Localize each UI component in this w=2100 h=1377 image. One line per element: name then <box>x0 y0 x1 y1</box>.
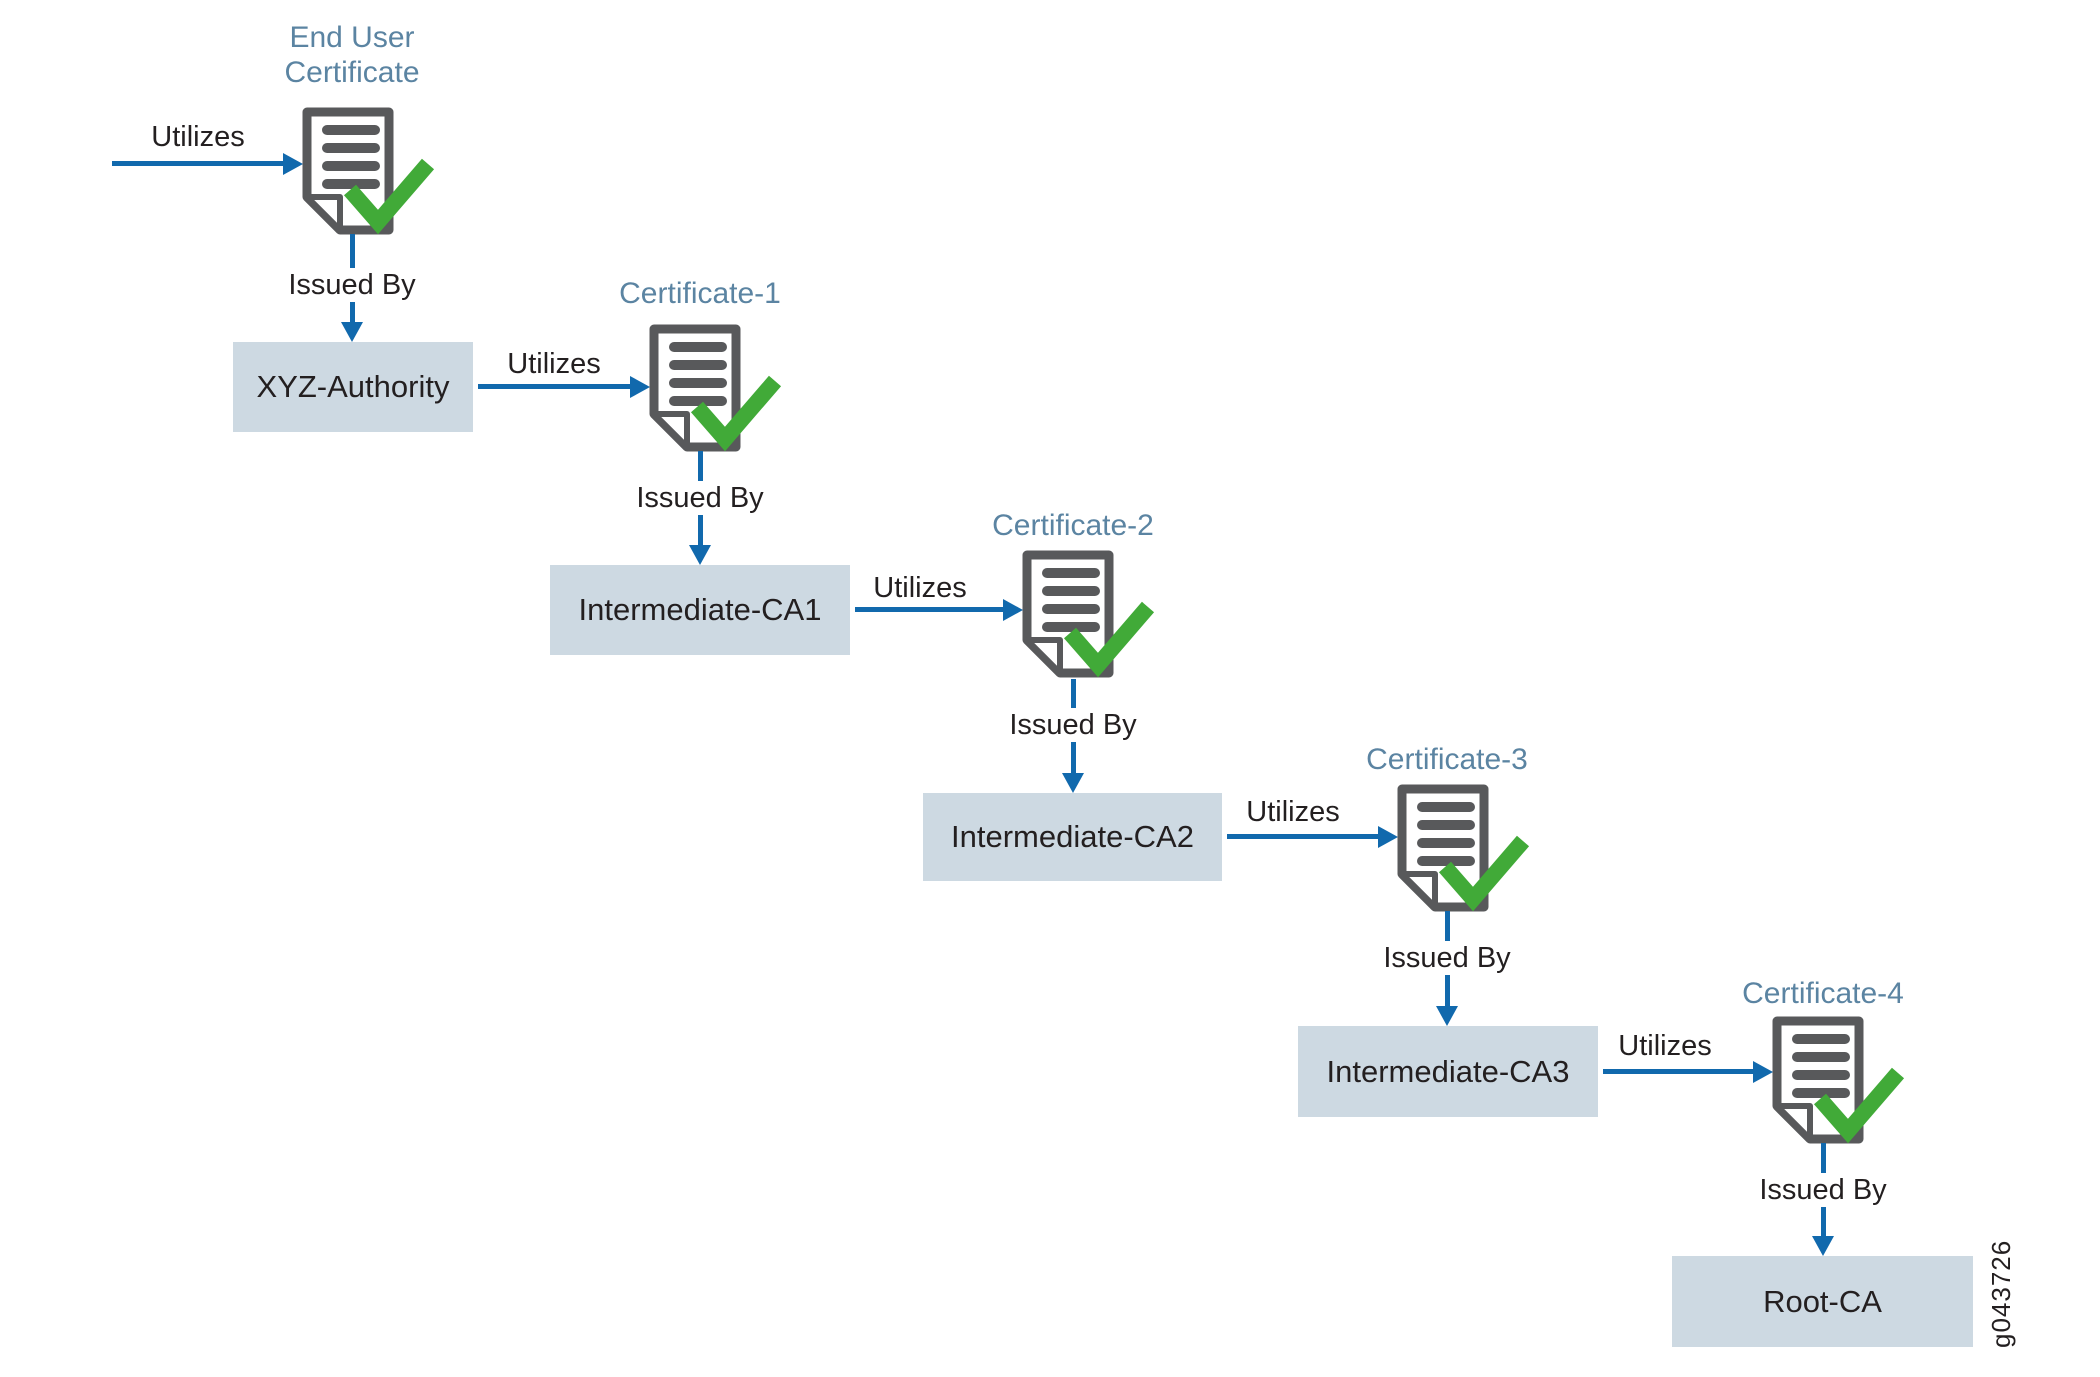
certificate-icon <box>302 107 435 235</box>
utilizes-arrowhead-icon <box>1003 599 1023 621</box>
utilizes-label: Utilizes <box>507 348 601 380</box>
utilizes-label: Utilizes <box>873 572 967 604</box>
page-fold-icon <box>651 411 690 450</box>
issued-by-label: Issued By <box>1347 941 1547 975</box>
utilizes-arrowhead-icon <box>1753 1061 1773 1083</box>
issued-by-label: Issued By <box>600 481 800 515</box>
authority-box: Intermediate-CA1 <box>550 565 850 655</box>
checkmark-icon <box>1438 835 1530 912</box>
utilizes-arrow-line <box>855 607 1003 612</box>
checkmark-icon <box>690 375 782 452</box>
certificate-icon <box>1772 1016 1905 1144</box>
utilizes-arrow-line <box>1227 834 1378 839</box>
page-fold-icon <box>1399 871 1438 910</box>
page-fold-icon <box>1024 637 1063 676</box>
authority-box: Intermediate-CA3 <box>1298 1026 1598 1117</box>
checkmark-icon <box>1813 1067 1905 1144</box>
utilizes-label: Utilizes <box>1246 796 1340 828</box>
authority-box: Intermediate-CA2 <box>923 793 1222 881</box>
certificate-icon <box>649 324 782 452</box>
issued-by-label: Issued By <box>1723 1173 1923 1207</box>
issued-by-arrowhead-icon <box>689 545 711 565</box>
authority-box: XYZ-Authority <box>233 342 473 432</box>
checkmark-icon <box>343 158 435 235</box>
authority-box: Root-CA <box>1672 1256 1973 1347</box>
utilizes-arrow-line <box>1603 1069 1753 1074</box>
certificate-name-label: Certificate-1 <box>619 277 781 310</box>
utilizes-arrow-line <box>478 384 630 389</box>
certificate-icon <box>1022 550 1155 678</box>
issued-by-arrowhead-icon <box>1812 1236 1834 1256</box>
issued-by-arrowhead-icon <box>1062 773 1084 793</box>
issued-by-arrowhead-icon <box>341 322 363 342</box>
figure-id-watermark: g043726 <box>1986 1239 2016 1348</box>
utilizes-arrowhead-icon <box>630 376 650 398</box>
checkmark-icon <box>1063 601 1155 678</box>
utilizes-arrowhead-icon <box>1378 826 1398 848</box>
utilizes-label: Utilizes <box>151 121 245 153</box>
certificate-name-label: Certificate-2 <box>992 509 1154 542</box>
page-fold-icon <box>1774 1103 1813 1142</box>
certificate-name-label: End User Certificate <box>284 21 420 89</box>
issued-by-arrowhead-icon <box>1436 1006 1458 1026</box>
utilizes-label: Utilizes <box>1618 1030 1712 1062</box>
utilizes-arrow-line <box>112 161 285 166</box>
certificate-name-label: Certificate-3 <box>1366 743 1528 776</box>
utilizes-arrowhead-icon <box>283 153 303 175</box>
issued-by-label: Issued By <box>252 268 452 302</box>
issued-by-label: Issued By <box>973 708 1173 742</box>
page-fold-icon <box>304 194 343 233</box>
certificate-name-label: Certificate-4 <box>1742 977 1904 1010</box>
certificate-icon <box>1397 784 1530 912</box>
